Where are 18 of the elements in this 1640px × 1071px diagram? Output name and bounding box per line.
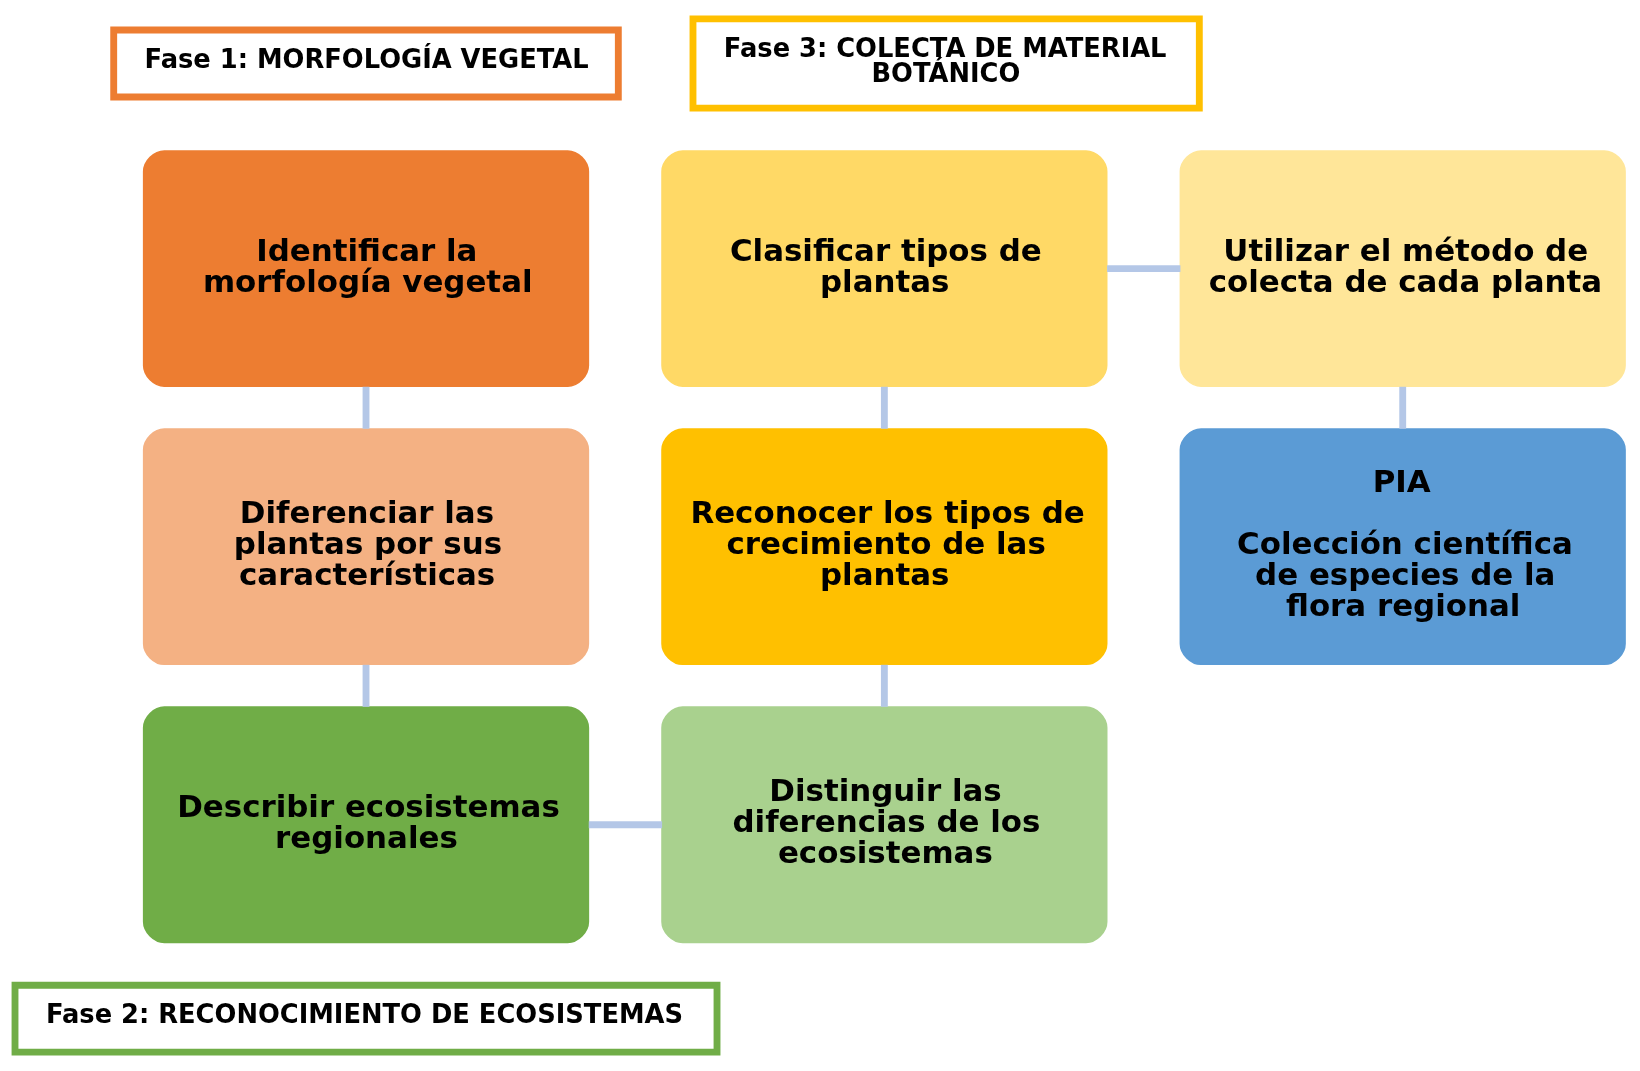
node-box: PIA Colección científica de especies de la flora regional (1179, 428, 1626, 666)
node-box: Describir ecosistemas regionales (142, 706, 590, 944)
node-box: Utilizar el método de colecta de cada planta (1179, 150, 1626, 388)
node-box: Fase 2: RECONOCIMIENTO DE ECOSISTEMAS (11, 981, 721, 1056)
node-box: Fase 3: COLECTA DE MATERIAL BOTÁNICO (689, 15, 1203, 112)
node-box: Reconocer los tipos de crecimiento de las plantas (661, 428, 1108, 666)
connector (1107, 265, 1181, 273)
node-box: Diferenciar las plantas por sus características (142, 428, 590, 666)
node-box: Fase 1: MORFOLOGÍA VEGETAL (110, 26, 622, 101)
node-box: Identificar la morfología vegetal (142, 150, 590, 388)
connector (362, 386, 370, 429)
node-box: Clasificar tipos de plantas (661, 150, 1108, 388)
node-box: Distinguir las diferencias de los ecosistemas (661, 706, 1108, 944)
connector (1399, 386, 1407, 429)
connector (880, 386, 888, 429)
connector (588, 821, 663, 829)
connector (880, 664, 888, 707)
connector (362, 664, 370, 707)
